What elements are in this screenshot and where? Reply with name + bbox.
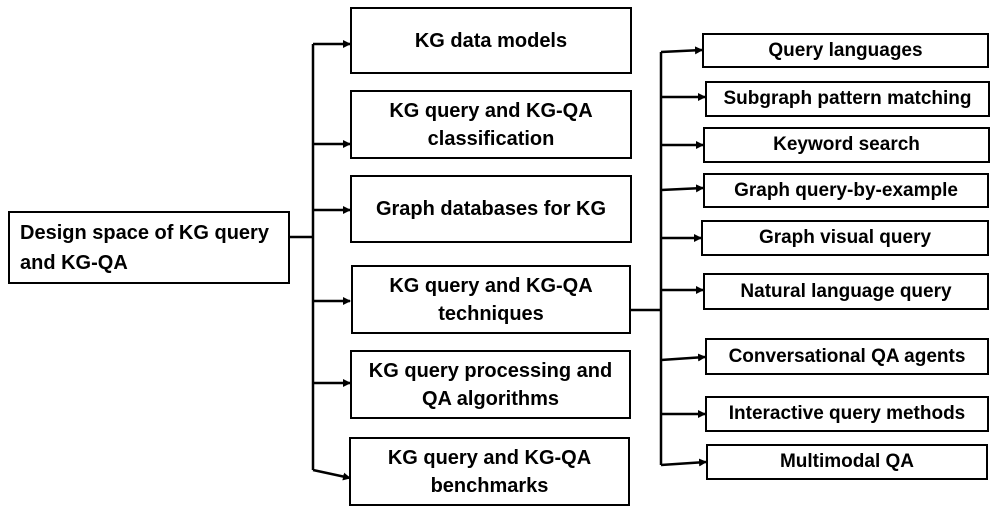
technique-node-label: Keyword search [773,134,920,155]
technique-node-label: Subgraph pattern matching [723,88,972,109]
category-node: KG query and KG-QA classification [350,90,632,159]
category-node-label: Graph databases for KG [375,198,607,220]
root-node-label: Design space of KG query and KG-QA [20,221,269,274]
technique-node-label: Conversational QA agents [728,345,966,367]
technique-node-label: Graph query-by-example [734,179,958,201]
root-node: Design space of KG query and KG-QA [8,211,290,284]
category-node: KG query and KG-QA techniques [351,265,631,334]
technique-node: Query languages [702,33,989,68]
edge-technique-6 [660,353,706,362]
technique-node: Conversational QA agents [705,338,989,375]
category-node: KG query processing and QA algorithms [350,350,631,419]
category-node: Graph databases for KG [350,175,632,243]
category-node-label: KG query processing and QA algorithms [368,359,613,410]
edge-technique-0 [660,46,703,55]
category-node-label: KG query and KG-QA classification [389,99,593,150]
technique-node-label: Multimodal QA [779,451,915,472]
technique-node-label: Natural language query [740,280,952,302]
category-node-label: KG query and KG-QA benchmarks [387,446,592,497]
edge-technique-3 [660,184,704,193]
edge-category-5 [312,468,351,481]
category-node: KG query and KG-QA benchmarks [349,437,630,506]
category-node-label: KG query and KG-QA techniques [389,274,593,325]
category-node: KG data models [350,7,632,74]
technique-node: Graph visual query [701,220,989,256]
technique-node: Multimodal QA [706,444,988,480]
technique-node-label: Graph visual query [758,227,932,248]
technique-node: Keyword search [703,127,990,163]
technique-node: Natural language query [703,273,989,310]
technique-node-label: Query languages [768,39,923,61]
technique-node-label: Interactive query methods [728,403,966,424]
technique-node: Interactive query methods [705,396,989,432]
technique-node: Subgraph pattern matching [705,81,990,117]
category-node-label: KG data models [414,29,568,52]
technique-node: Graph query-by-example [703,173,989,208]
edge-technique-8 [660,458,707,467]
